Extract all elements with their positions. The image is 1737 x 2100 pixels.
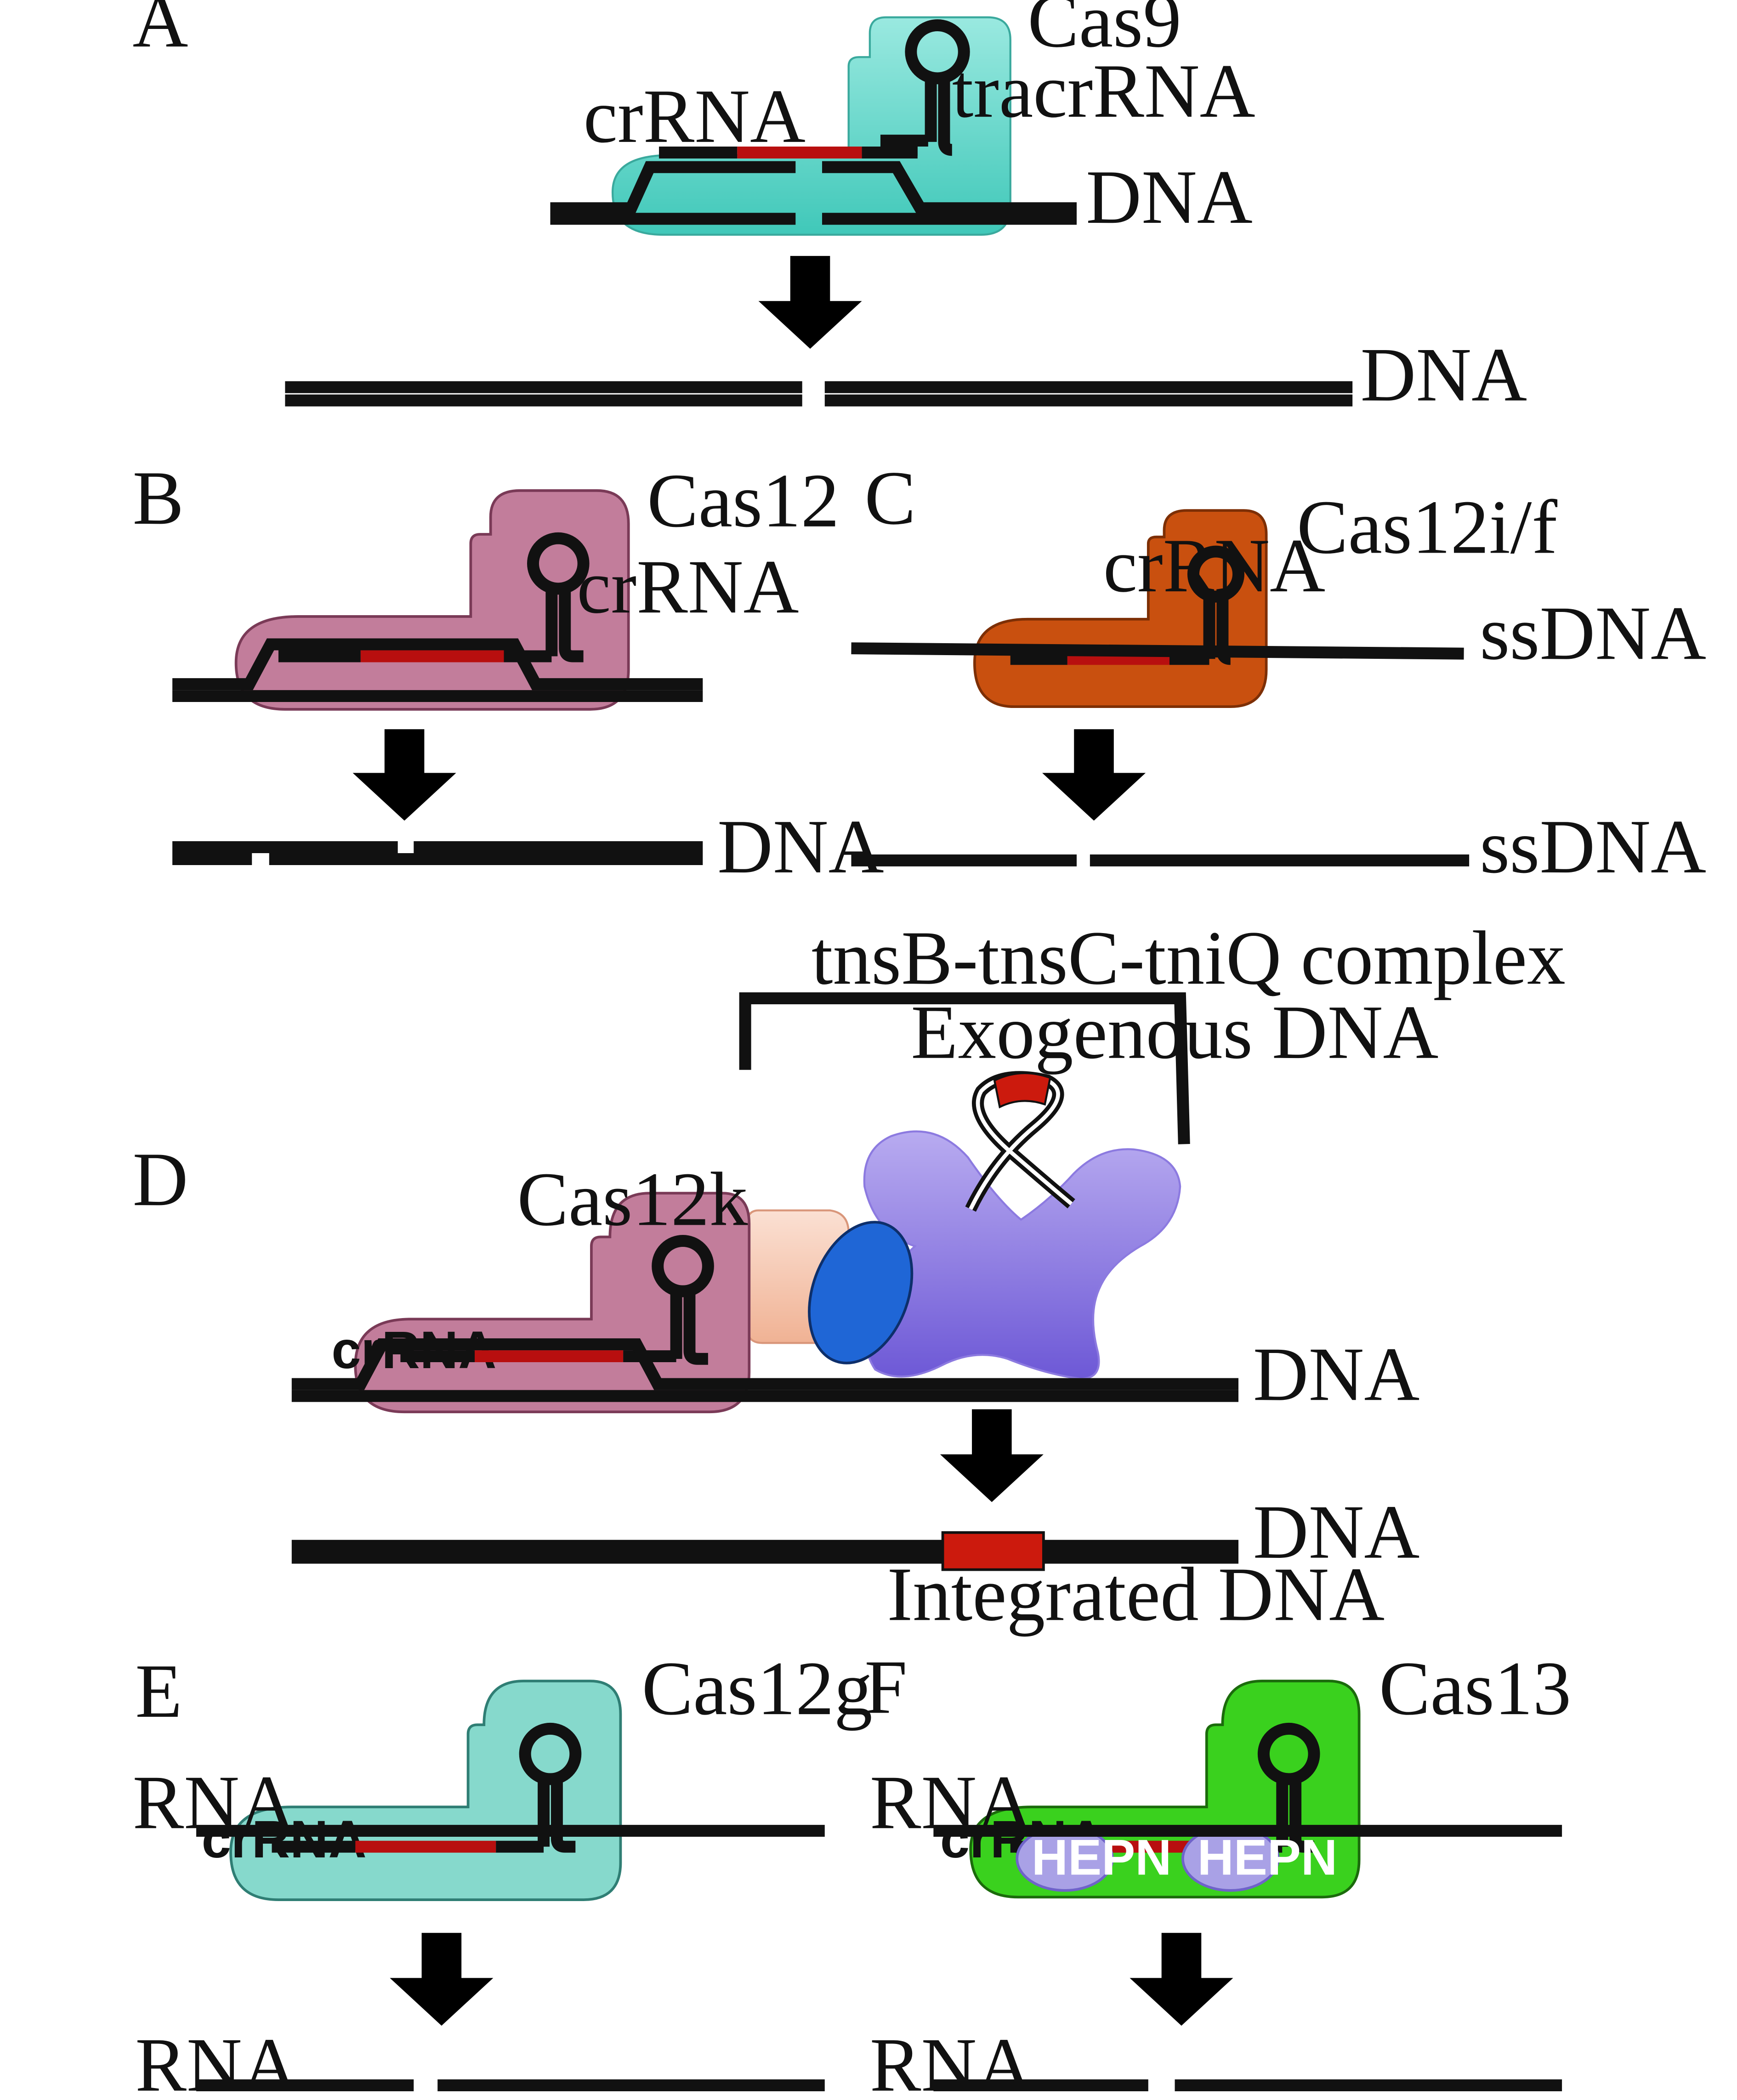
dna-label-a1: DNA [1086, 155, 1253, 240]
dna-label-d1: DNA [1253, 1332, 1420, 1417]
exogenous-dna-cargo [993, 1072, 1051, 1109]
cas13-label: Cas13 [1379, 1646, 1571, 1731]
tnsc-protein [808, 1221, 914, 1364]
panel-f-letter: F [864, 1645, 907, 1730]
dna-a-cleaved [285, 381, 1353, 407]
crrna-label-b: crRNA [577, 544, 799, 629]
panel-d: tnsB-tnsC-tniQ complex Exogenous DNA D C… [133, 916, 1566, 1637]
ssdna-c-top [851, 642, 1464, 660]
ssdna-label-c1: ssDNA [1480, 591, 1706, 676]
tnsb-tnsc-complex [863, 1130, 1181, 1380]
crrna-b-stem [545, 587, 584, 662]
ssdna-label-c2: ssDNA [1480, 804, 1706, 889]
crrna-e-stem [538, 1777, 576, 1853]
arrow-c [1042, 729, 1146, 821]
hepn-label-1: HEPN [1032, 1829, 1172, 1885]
cas12k-label: Cas12k [517, 1157, 748, 1242]
crrna-d-stem [670, 1290, 708, 1365]
crrna-c-hairpin [1187, 545, 1245, 603]
panel-f: F Cas13 RNA crRNA HEPN HEPN RNA [864, 1645, 1571, 2100]
panel-b-letter: B [133, 456, 184, 541]
crrna-e-hairpin [519, 1722, 582, 1785]
arrow-e [390, 1933, 494, 2026]
arrow-a [758, 256, 862, 349]
cas12if-label: Cas12i/f [1297, 485, 1557, 570]
panel-a: A Cas9 crRNA tracrRNA DNA DNA [133, 0, 1527, 418]
arrow-b [352, 729, 456, 821]
dna-label-b: DNA [717, 804, 884, 889]
crrna-label-a: crRNA [584, 74, 806, 159]
dna-label-a2: DNA [1361, 333, 1527, 418]
crrna-label-e: crRNA [202, 1810, 367, 1869]
panel-c: C Cas12i/f crRNA ssDNA ssDNA [851, 456, 1706, 889]
dna-d-top [291, 1338, 1239, 1390]
dna-a-top-right [822, 161, 1077, 215]
complex-label: tnsB-tnsC-tniQ complex [812, 916, 1566, 1001]
dna-label-d2: DNA [1253, 1490, 1420, 1575]
panel-b: B Cas12 crRNA DNA [133, 456, 884, 889]
hepn-label-2: HEPN [1198, 1829, 1338, 1885]
panel-e-letter: E [135, 1649, 182, 1734]
crrna-b-hairpin [527, 532, 590, 595]
integrated-dna-label: Integrated DNA [887, 1552, 1385, 1637]
arrow-d [940, 1409, 1044, 1502]
dna-d-integrated [291, 1540, 1239, 1564]
panel-e: E Cas12g RNA crRNA RNA [133, 1646, 873, 2100]
exogenous-dna-label: Exogenous DNA [911, 990, 1438, 1075]
tracrrna-hairpin-loop [905, 19, 970, 85]
dna-b-top [172, 638, 703, 691]
arrow-f [1130, 1933, 1233, 2026]
tracrrna-label: tracrRNA [952, 49, 1255, 134]
dna-b-cleaved [172, 841, 703, 865]
crrna-d-hairpin [652, 1235, 714, 1297]
panel-d-letter: D [133, 1137, 188, 1222]
panel-a-letter: A [133, 0, 188, 63]
cas12-label: Cas12 [647, 458, 839, 543]
complex-bracket [739, 992, 1190, 1144]
cas9-label: Cas9 [1027, 0, 1181, 63]
tracrrna-stem [925, 77, 953, 156]
cas12g-label: Cas12g [642, 1646, 873, 1731]
dna-a-top-left [550, 161, 796, 215]
integrated-dna-block [941, 1531, 1045, 1571]
crrna-f-hairpin [1257, 1722, 1320, 1785]
panel-c-letter: C [864, 456, 916, 541]
